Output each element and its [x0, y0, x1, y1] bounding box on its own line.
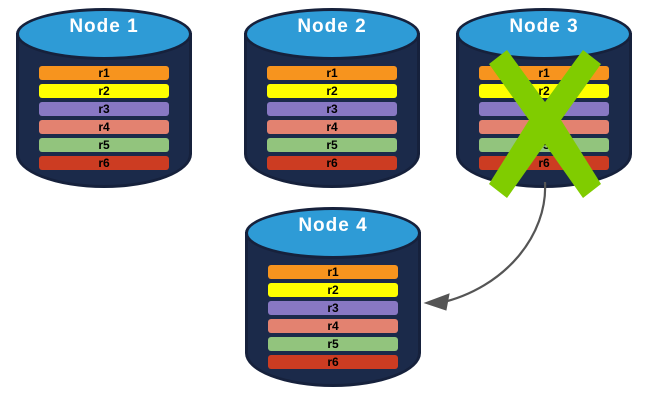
node-4[interactable]: Node 4 r1 r2 r3 r4 r5 r6	[245, 207, 421, 387]
row-bar-r3[interactable]: r3	[268, 301, 398, 315]
row-bar-r2[interactable]: r2	[268, 283, 398, 297]
row-bar-r6[interactable]: r6	[267, 156, 397, 170]
row-bar-r5[interactable]: r5	[268, 337, 398, 351]
row-bar-r2[interactable]: r2	[479, 84, 609, 98]
arrow-head	[423, 293, 450, 311]
node-2-rows: r1 r2 r3 r4 r5 r6	[267, 66, 397, 174]
row-bar-r4[interactable]: r4	[268, 319, 398, 333]
row-bar-r1[interactable]: r1	[267, 66, 397, 80]
node-2[interactable]: Node 2 r1 r2 r3 r4 r5 r6	[244, 8, 420, 188]
node-3[interactable]: Node 3 r1 r2 r3 r4 r5 r6	[456, 8, 632, 198]
row-bar-r1[interactable]: r1	[479, 66, 609, 80]
node-4-top	[245, 207, 421, 259]
row-bar-r3[interactable]: r3	[267, 102, 397, 116]
row-bar-r4[interactable]: r4	[39, 120, 169, 134]
node-1-top	[16, 8, 192, 60]
node-1-rows: r1 r2 r3 r4 r5 r6	[39, 66, 169, 174]
row-bar-r2[interactable]: r2	[39, 84, 169, 98]
row-bar-r5[interactable]: r5	[267, 138, 397, 152]
row-bar-r5[interactable]: r5	[39, 138, 169, 152]
row-bar-r6[interactable]: r6	[39, 156, 169, 170]
row-bar-r4[interactable]: r4	[267, 120, 397, 134]
node-4-rows: r1 r2 r3 r4 r5 r6	[268, 265, 398, 373]
row-bar-r1[interactable]: r1	[39, 66, 169, 80]
row-bar-r1[interactable]: r1	[268, 265, 398, 279]
row-bar-r5[interactable]: r5	[479, 138, 609, 152]
row-bar-r3[interactable]: r3	[479, 102, 609, 116]
node-1[interactable]: Node 1 r1 r2 r3 r4 r5 r6	[16, 8, 192, 188]
node-3-rows: r1 r2 r3 r4 r5 r6	[479, 66, 609, 174]
row-bar-r2[interactable]: r2	[267, 84, 397, 98]
node-3-top	[456, 8, 632, 60]
row-bar-r6[interactable]: r6	[268, 355, 398, 369]
node-2-top	[244, 8, 420, 60]
row-bar-r3[interactable]: r3	[39, 102, 169, 116]
arrow-curve	[439, 181, 547, 305]
row-bar-r4[interactable]: r4	[479, 120, 609, 134]
row-bar-r6[interactable]: r6	[479, 156, 609, 170]
